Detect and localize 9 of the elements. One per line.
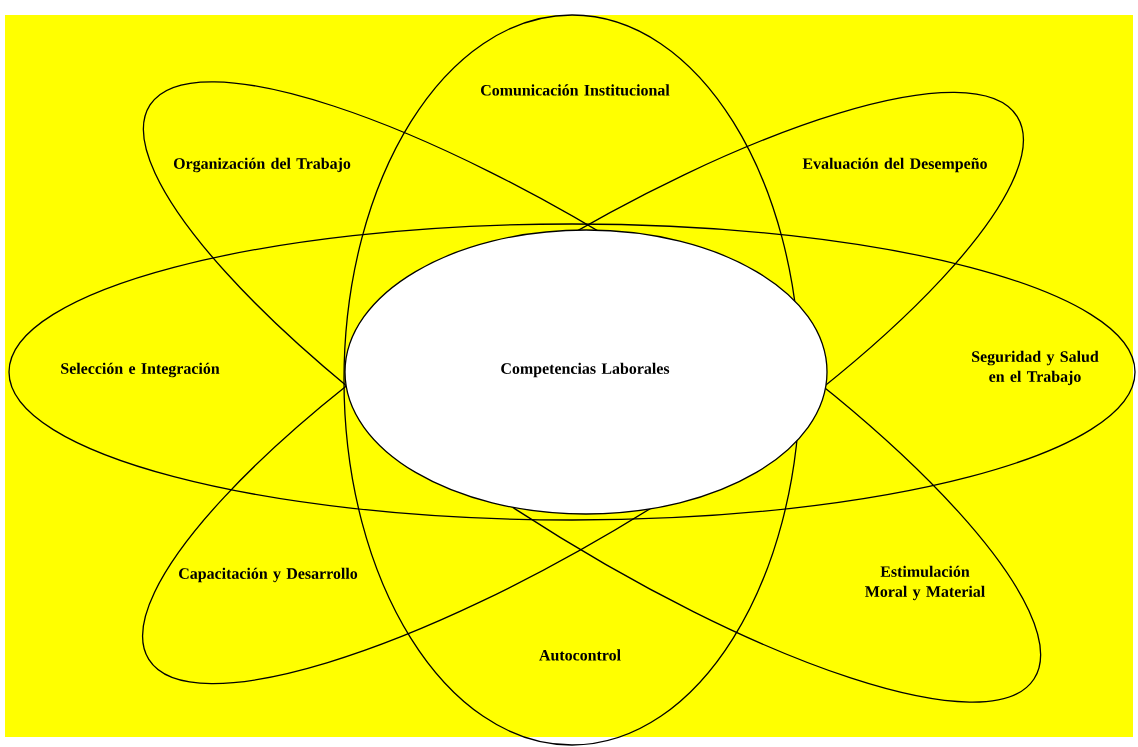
ellipse-label: Estimulación Moral y Material <box>865 565 985 601</box>
ellipse-label: Seguridad y Salud en el Trabajo <box>972 350 1099 386</box>
ellipse-label: Selección e Integración <box>61 362 220 378</box>
ellipse-label: Autocontrol <box>539 649 621 661</box>
ellipse-label: Evaluación del Desempeño <box>802 157 987 173</box>
ellipse-label: Organización del Trabajo <box>173 157 351 173</box>
ellipse-label: Capacitación y Desarrollo <box>179 567 358 583</box>
ellipse-label: Competencias Laborales <box>501 362 670 378</box>
ellipse-label: Comunicación Institucional <box>481 84 670 96</box>
